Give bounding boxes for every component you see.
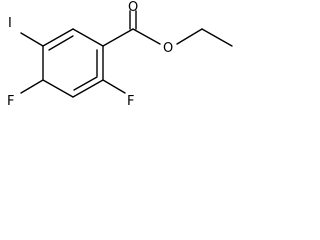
iodine-label: I: [8, 16, 12, 31]
halogen-bonds: [20, 32, 126, 94]
fluorine-left-label: F: [7, 94, 14, 109]
ring-bond-top-left: [72, 28, 104, 47]
iodine-bond: [20, 32, 44, 47]
molecule-diagram: I O O F F: [0, 0, 254, 138]
ethyl-bond: [201, 28, 233, 47]
ring-bond-right-lower: [72, 79, 104, 98]
fluorine-left-bond: [20, 79, 44, 94]
ring-bond-left-lower: [42, 79, 74, 98]
fluorine-right-label: F: [127, 94, 134, 109]
ester-oxygen-label: O: [163, 41, 173, 56]
fluorine-right-bond: [102, 79, 126, 94]
carbonyl-oxygen-label: O: [128, 0, 138, 15]
ester-group: [102, 10, 233, 47]
ring-bond-right-lower-inner: [73, 76, 98, 91]
structure-drawing: I O O F F: [7, 0, 233, 109]
ring-bond-left-upper: [42, 28, 74, 47]
oxygen-to-ethyl-bond: [176, 28, 203, 45]
ring-bond-left-upper-inner: [48, 35, 74, 51]
benzene-ring: [42, 28, 104, 98]
ring-to-carbonyl-bond: [102, 28, 134, 47]
carbonyl-to-oxygen-bond: [132, 28, 161, 45]
